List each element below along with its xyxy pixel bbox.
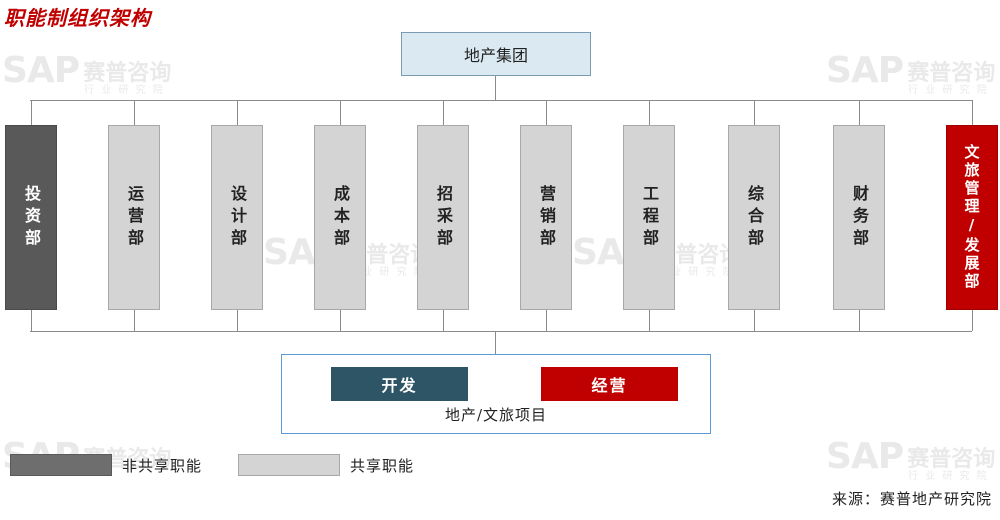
dept-connector-top [443, 100, 444, 125]
dept-operations: 运营部 [108, 125, 160, 310]
dept-cost: 成本部 [314, 125, 366, 310]
dept-connector-top [859, 100, 860, 125]
dept-marketing: 营销部 [520, 125, 572, 310]
dept-connector-top [546, 100, 547, 125]
development-block: 开发 [331, 367, 468, 401]
operation-block: 经营 [541, 367, 678, 401]
dept-design: 设计部 [211, 125, 263, 310]
dept-connector-top [754, 100, 755, 125]
dept-engineering: 工程部 [623, 125, 675, 310]
dept-connector-bottom [31, 310, 32, 331]
bottom-bus-line [30, 331, 972, 332]
dept-connector-bottom [237, 310, 238, 331]
dept-connector-bottom [443, 310, 444, 331]
dept-tourism: 文旅管理/发展部 [946, 125, 998, 310]
dept-connector-bottom [859, 310, 860, 331]
dept-connector-top [340, 100, 341, 125]
dept-connector-top [972, 100, 973, 125]
project-label: 地产/文旅项目 [444, 406, 548, 424]
dept-procurement: 招采部 [417, 125, 469, 310]
dept-connector-bottom [972, 310, 973, 331]
dept-connector-bottom [546, 310, 547, 331]
dept-connector-bottom [134, 310, 135, 331]
root-node: 地产集团 [401, 32, 591, 76]
dept-connector-top [31, 100, 32, 125]
dept-finance: 财务部 [833, 125, 885, 310]
dept-connector-top [134, 100, 135, 125]
dept-general: 综合部 [728, 125, 780, 310]
source-note: 来源：赛普地产研究院 [831, 490, 992, 508]
diagram-title: 职能制组织架构 [4, 6, 151, 30]
legend-shared-swatch [238, 454, 340, 476]
dept-connector-bottom [754, 310, 755, 331]
dept-connector-top [237, 100, 238, 125]
dept-investment: 投资部 [5, 125, 57, 310]
top-bus-line [30, 100, 972, 101]
project-connector [495, 331, 496, 354]
legend-non-shared-label: 非共享职能 [122, 457, 203, 475]
dept-connector-top [649, 100, 650, 125]
dept-connector-bottom [649, 310, 650, 331]
legend-non-shared-swatch [10, 454, 112, 476]
legend-shared-label: 共享职能 [350, 457, 415, 475]
dept-connector-bottom [340, 310, 341, 331]
root-connector [495, 76, 496, 100]
